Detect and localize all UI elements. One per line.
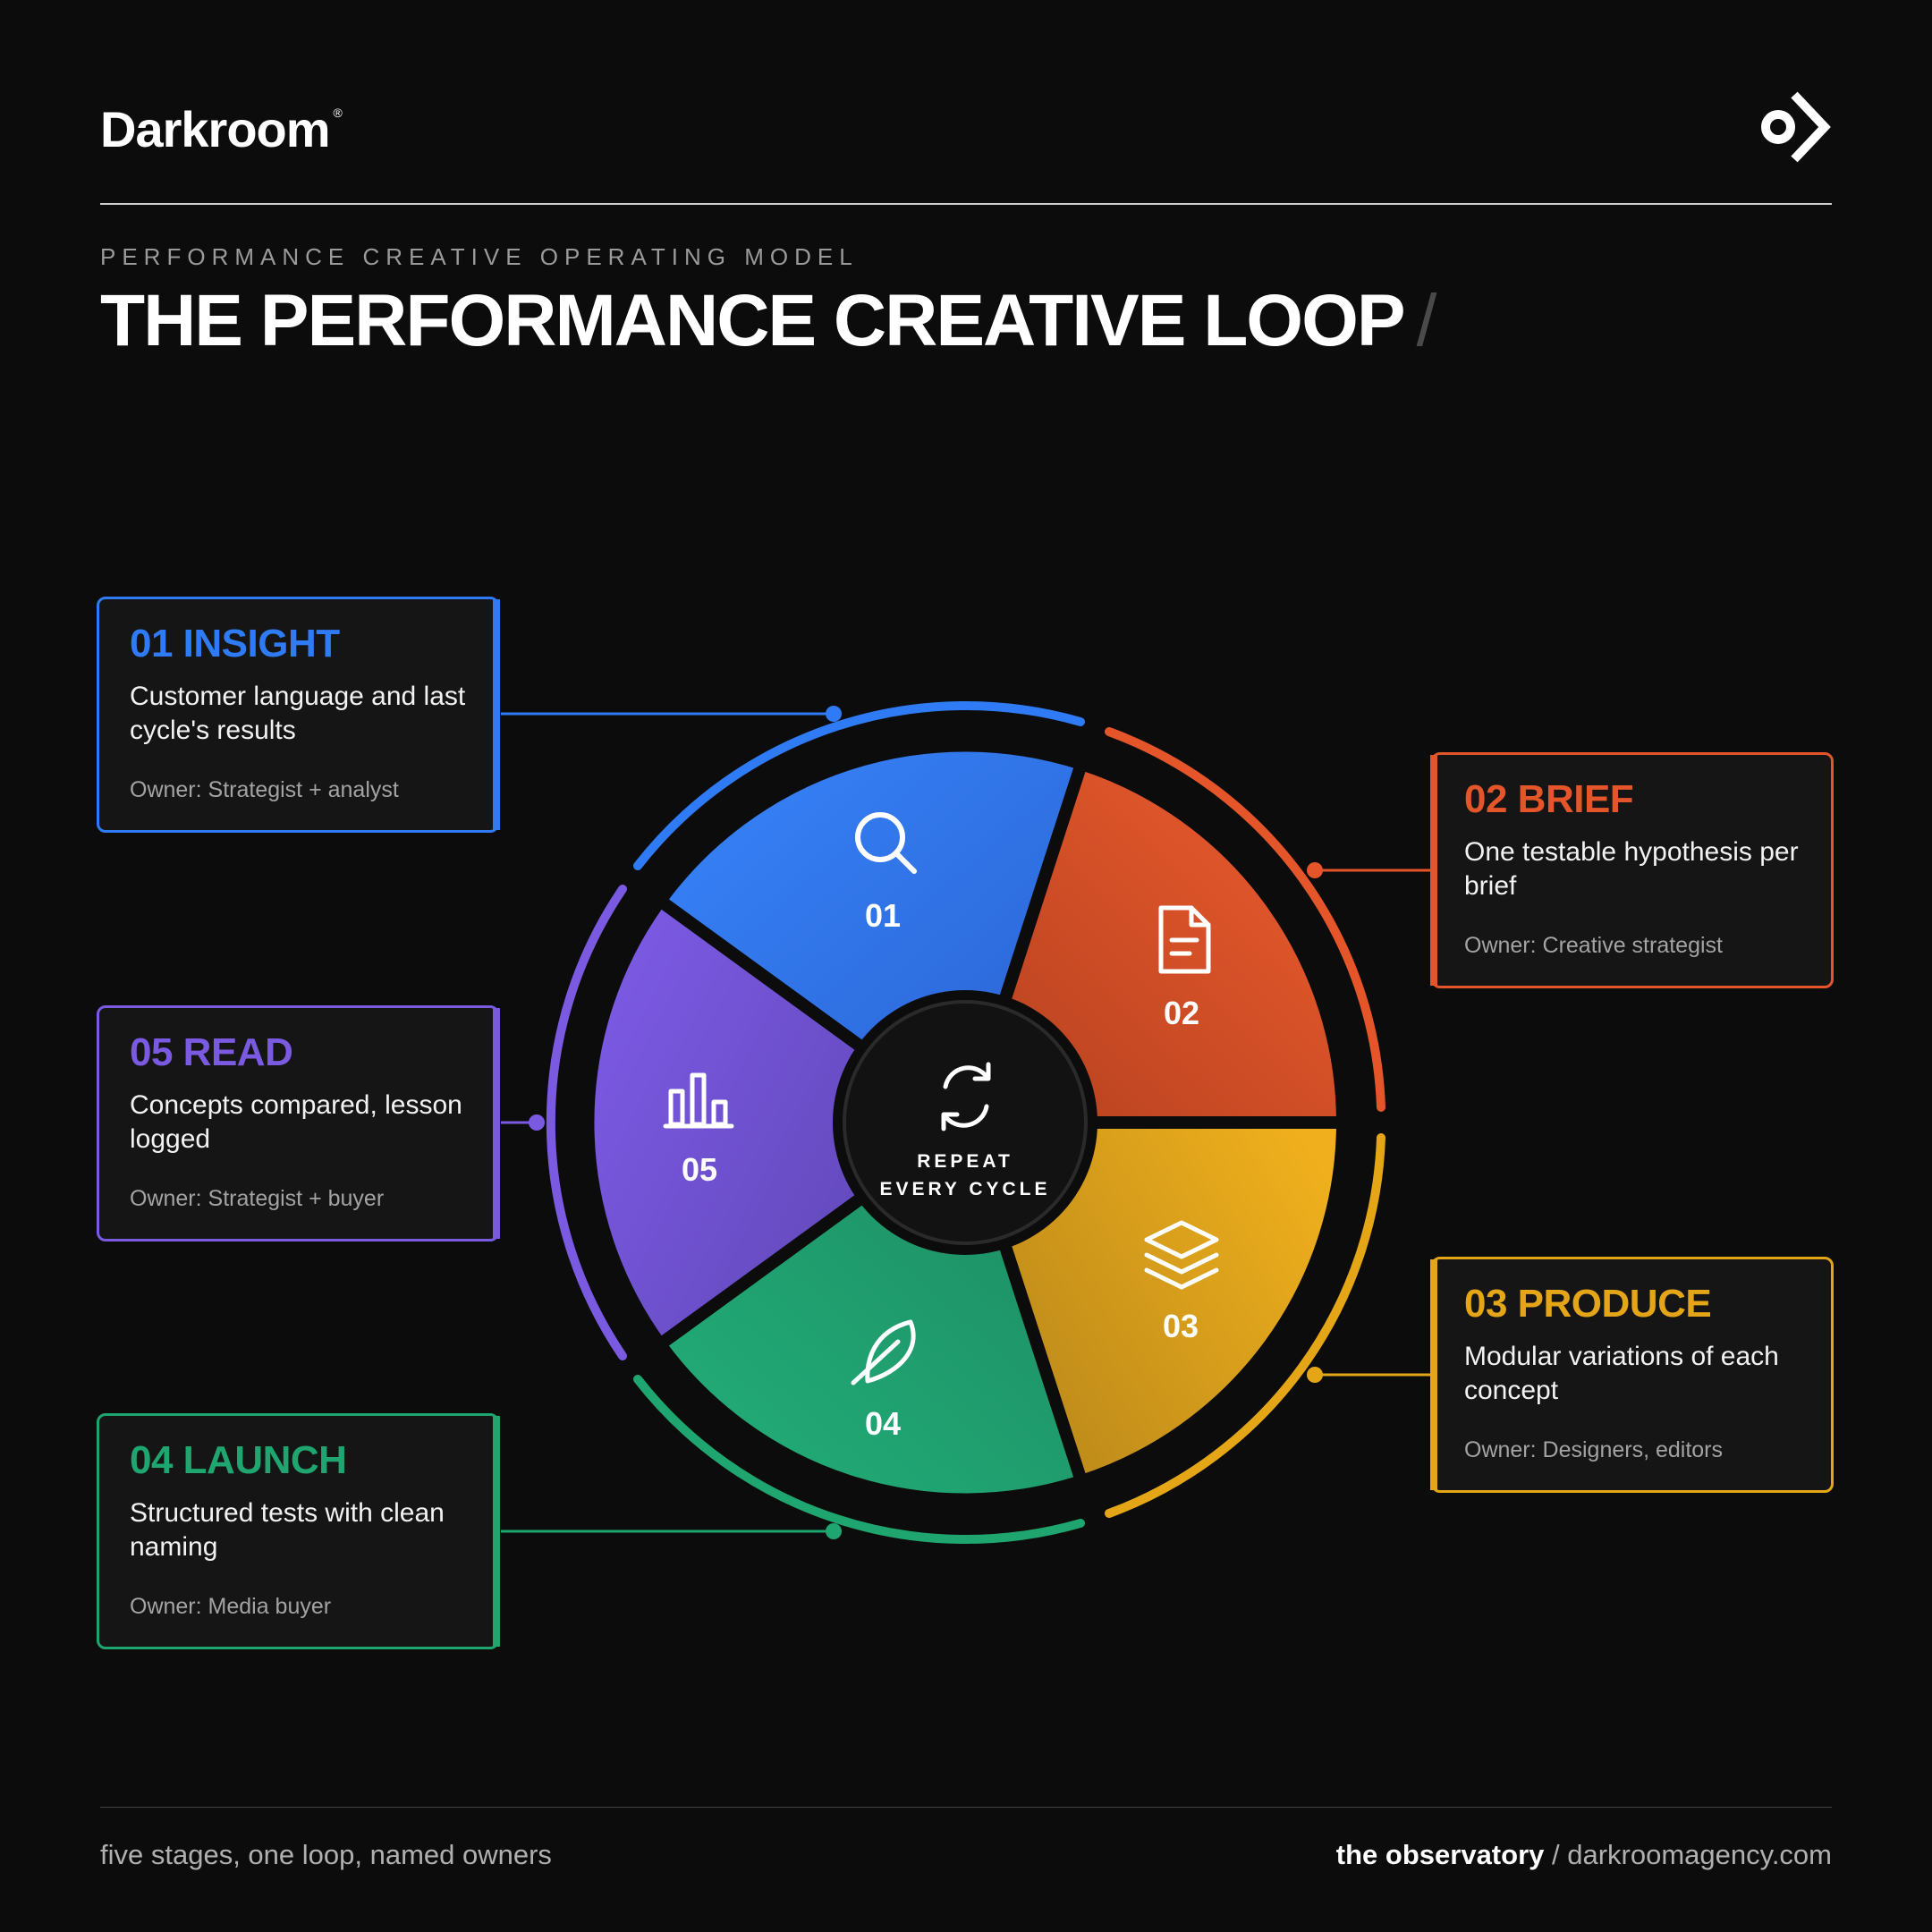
card-heading: 01 INSIGHT xyxy=(130,622,340,665)
footer-divider xyxy=(100,1807,1832,1808)
segment-number-01: 01 xyxy=(865,897,901,934)
outer-arc-produce xyxy=(1105,1133,1385,1518)
card-accent-bar xyxy=(1430,755,1437,986)
card-owner: Owner: Strategist + buyer xyxy=(130,1186,385,1211)
outer-arc-insight xyxy=(633,700,1085,870)
center-hub-ring xyxy=(843,1000,1088,1245)
connector-read xyxy=(501,1114,545,1131)
feather-icon xyxy=(851,1319,916,1385)
document-icon xyxy=(1158,905,1211,974)
footer-tagline: five stages, one loop, named owners xyxy=(100,1839,552,1870)
card-owner: Owner: Media buyer xyxy=(130,1594,332,1619)
footer-source-name: the observatory xyxy=(1335,1839,1545,1870)
card-description: Customer language and last cycle's resul… xyxy=(130,682,466,746)
segment-number-03: 03 xyxy=(1163,1308,1199,1344)
connector-insight xyxy=(501,706,842,722)
connector-brief xyxy=(1307,862,1431,878)
card-heading: 03 PRODUCE xyxy=(1464,1282,1712,1326)
card-owner: Owner: Creative strategist xyxy=(1464,933,1723,958)
card-heading: 04 LAUNCH xyxy=(130,1438,347,1482)
search-icon xyxy=(855,812,917,874)
brand-name: Darkroom xyxy=(100,101,331,157)
card-accent-bar xyxy=(493,1008,500,1239)
stage-card-produce: 03 PRODUCE Modular variations of each co… xyxy=(1430,1257,1834,1493)
segment-number-02: 02 xyxy=(1164,995,1199,1031)
layers-icon xyxy=(1144,1220,1219,1290)
card-heading: 02 BRIEF xyxy=(1464,777,1634,821)
card-accent-bar xyxy=(493,599,500,830)
footer-source: the observatory / darkroomagency.com xyxy=(1336,1839,1832,1871)
stage-card-read: 05 READ Concepts compared, lesson logged… xyxy=(97,1005,500,1241)
page-title: THE PERFORMANCE CREATIVE LOOP/ xyxy=(100,279,1437,363)
segment-number-05: 05 xyxy=(682,1151,717,1188)
stage-card-insight: 01 INSIGHT Customer language and last cy… xyxy=(97,597,500,833)
outer-arc-launch xyxy=(633,1375,1085,1545)
center-label-line2: EVERY CYCLE xyxy=(879,1179,1050,1199)
card-accent-bar xyxy=(1430,1259,1437,1490)
bar-chart-icon xyxy=(663,1072,734,1129)
segment-number-04: 04 xyxy=(865,1405,901,1442)
stage-card-brief: 02 BRIEF One testable hypothesis per bri… xyxy=(1430,752,1834,988)
refresh-icon xyxy=(941,1062,991,1131)
card-heading: 05 READ xyxy=(130,1030,293,1074)
connector-launch xyxy=(501,1523,842,1539)
center-label-line1: REPEAT xyxy=(917,1151,1013,1172)
card-accent-bar xyxy=(493,1416,500,1647)
brand-wordmark: Darkroom® xyxy=(100,100,343,158)
card-description: Modular variations of each concept xyxy=(1464,1342,1779,1406)
stage-card-launch: 04 LAUNCH Structured tests with clean na… xyxy=(97,1413,500,1649)
outer-arc-read xyxy=(546,885,627,1360)
title-text: THE PERFORMANCE CREATIVE LOOP xyxy=(100,280,1406,361)
card-owner: Owner: Strategist + analyst xyxy=(130,777,399,802)
header-divider xyxy=(100,203,1832,205)
segment-read xyxy=(581,894,971,1351)
darkroom-arrow-logo-icon xyxy=(1761,91,1831,163)
connector-produce xyxy=(1307,1367,1431,1383)
footer-source-url[interactable]: darkroomagency.com xyxy=(1567,1839,1832,1870)
card-owner: Owner: Designers, editors xyxy=(1464,1437,1724,1462)
footer-source-separator: / xyxy=(1544,1839,1568,1870)
title-slash: / xyxy=(1416,280,1437,361)
registered-mark: ® xyxy=(333,106,343,120)
card-description: One testable hypothesis per brief xyxy=(1464,837,1799,902)
outer-arc-brief xyxy=(1105,727,1385,1112)
card-description: Concepts compared, lesson logged xyxy=(130,1090,462,1155)
eyebrow-label: PERFORMANCE CREATIVE OPERATING MODEL xyxy=(100,243,859,270)
card-description: Structured tests with clean naming xyxy=(130,1498,445,1563)
